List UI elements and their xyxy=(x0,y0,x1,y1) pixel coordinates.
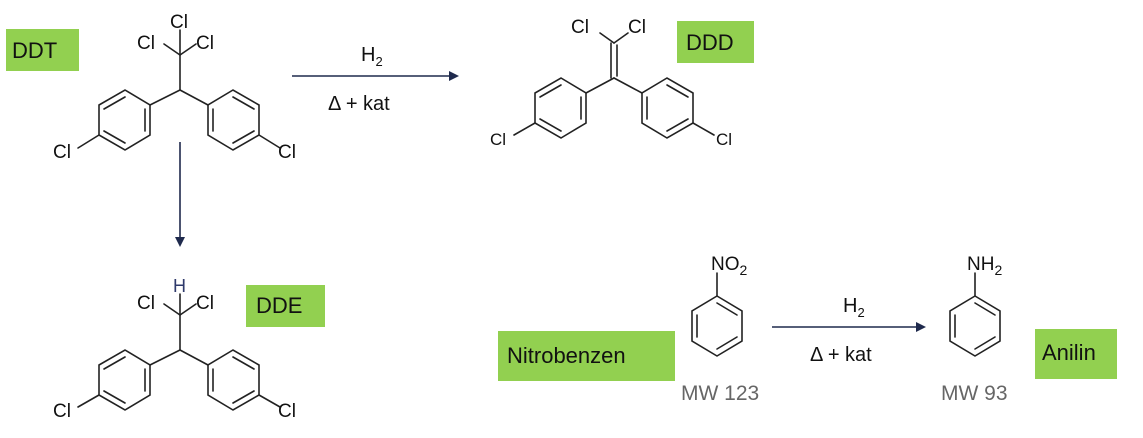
dde-h: H xyxy=(173,276,186,296)
nitrobenzen-mw: MW 123 xyxy=(681,382,759,405)
ddt-cl-para-left: Cl xyxy=(53,142,71,163)
anilin-label: Anilin xyxy=(1042,340,1096,365)
ddt-cl-para-right: Cl xyxy=(278,142,296,163)
ddd-cl-para-right: Cl xyxy=(716,130,732,149)
nitrobenzen-label-box xyxy=(498,331,675,381)
dde-cl-para-left: Cl xyxy=(53,401,71,422)
dde-structure: H Cl Cl Cl Cl xyxy=(53,276,296,422)
reagent-h2-top: H2 xyxy=(361,44,383,69)
ddt-label-box xyxy=(6,29,79,71)
ddt-cl-top: Cl xyxy=(170,12,188,33)
arrow-nitro-to-anilin xyxy=(772,322,926,332)
dde-label: DDE xyxy=(256,293,302,318)
ddd-cl-right: Cl xyxy=(628,17,646,38)
arrow-ddt-to-dde xyxy=(175,142,185,247)
no2-group: NO2 xyxy=(711,254,748,278)
dde-cl-para-right: Cl xyxy=(278,401,296,422)
anilin-label-box xyxy=(1035,329,1117,379)
ddd-label-box xyxy=(677,21,754,63)
dde-cl-right: Cl xyxy=(196,293,214,314)
nitrobenzen-structure: NO2 xyxy=(691,254,748,357)
ddd-cl-para-left: Cl xyxy=(490,130,506,149)
nh2-group: NH2 xyxy=(967,254,1002,278)
anilin-mw: MW 93 xyxy=(941,382,1008,405)
nitrobenzen-label: Nitrobenzen xyxy=(507,343,626,368)
ddd-cl-left: Cl xyxy=(571,17,589,38)
anilin-structure: NH2 xyxy=(949,254,1002,357)
ddt-cl-right: Cl xyxy=(196,33,214,54)
ddt-cl-left: Cl xyxy=(137,33,155,54)
ddt-label: DDT xyxy=(12,38,57,63)
dde-label-box xyxy=(246,285,325,327)
ddd-label: DDD xyxy=(686,30,734,55)
reagent-h2-bottom: H2 xyxy=(843,295,865,320)
ddt-structure: Cl Cl Cl Cl Cl xyxy=(53,12,296,163)
dde-cl-left: Cl xyxy=(137,293,155,314)
condition-top: Δ + kat xyxy=(328,93,390,115)
condition-bottom: Δ + kat xyxy=(810,344,872,366)
ddd-structure: Cl Cl Cl Cl xyxy=(490,17,732,149)
arrow-ddt-to-ddd xyxy=(292,71,459,81)
